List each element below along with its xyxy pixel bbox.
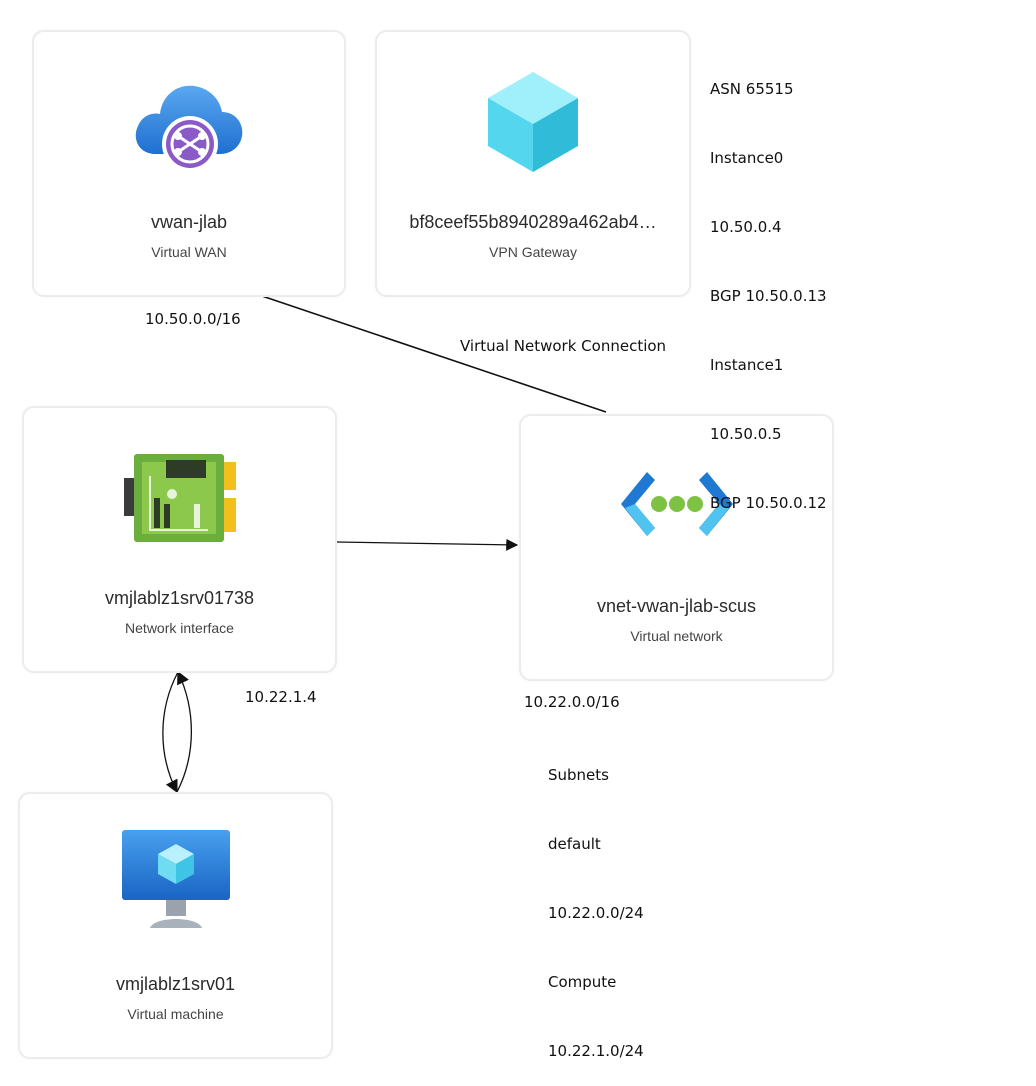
gateway-line: 10.50.0.5: [710, 425, 782, 443]
gateway-line: BGP 10.50.0.12: [710, 494, 827, 512]
virtual-machine-icon: [20, 828, 331, 932]
network-interface-icon: [24, 448, 335, 548]
vnet-address-prefix: 10.22.0.0/16: [524, 693, 620, 711]
vwan-node[interactable]: vwan-jlab Virtual WAN: [32, 30, 346, 297]
vm-subtitle: Virtual machine: [127, 1006, 224, 1022]
vwan-subtitle: Virtual WAN: [151, 244, 227, 260]
vm-title: vmjlablz1srv01: [115, 974, 236, 994]
gateway-line: Instance1: [710, 356, 784, 374]
vpn-gateway-subtitle: VPN Gateway: [489, 244, 577, 260]
nic-vm-link-right: [176, 670, 193, 793]
vwan-title: vwan-jlab: [150, 212, 228, 232]
subnet-line: default: [548, 835, 601, 853]
nic-node[interactable]: vmjlablz1srv01738 Network interface: [22, 406, 337, 673]
gateway-line: Instance0: [710, 149, 784, 167]
subnet-line: Compute: [548, 973, 617, 991]
vnet-connection-line: [261, 295, 607, 413]
virtual-wan-icon: [34, 68, 344, 180]
vnet-node[interactable]: vnet-vwan-jlab-scus Virtual network: [519, 414, 834, 681]
subnet-details: Subnets default 10.22.0.0/24 Compute 10.…: [548, 718, 644, 1086]
subnet-line: 10.22.0.0/24: [548, 904, 644, 922]
virtual-network-icon: [521, 470, 832, 540]
subnet-line: Subnets: [548, 766, 609, 784]
connection-label: Virtual Network Connection: [460, 337, 667, 355]
vwan-address-prefix: 10.50.0.0/16: [145, 310, 241, 328]
nic-ip-address: 10.22.1.4: [245, 688, 317, 706]
gateway-details: ASN 65515 Instance0 10.50.0.4 BGP 10.50.…: [710, 32, 827, 538]
nic-to-vnet-arrow: [336, 538, 519, 551]
vpn-gateway-node[interactable]: bf8ceef55b8940289a462ab4… VPN Gateway: [375, 30, 691, 297]
vnet-title: vnet-vwan-jlab-scus: [596, 596, 757, 616]
nic-vm-link-left: [162, 671, 179, 794]
gateway-line: 10.50.0.4: [710, 218, 782, 236]
nic-title: vmjlablz1srv01738: [104, 588, 255, 608]
vm-node[interactable]: vmjlablz1srv01 Virtual machine: [18, 792, 333, 1059]
vpn-gateway-icon: [377, 70, 689, 174]
vpn-gateway-title: bf8ceef55b8940289a462ab4…: [409, 212, 657, 232]
gateway-line: ASN 65515: [710, 80, 794, 98]
vnet-subtitle: Virtual network: [630, 628, 723, 644]
subnet-line: 10.22.1.0/24: [548, 1042, 644, 1060]
gateway-line: BGP 10.50.0.13: [710, 287, 827, 305]
nic-subtitle: Network interface: [125, 620, 234, 636]
